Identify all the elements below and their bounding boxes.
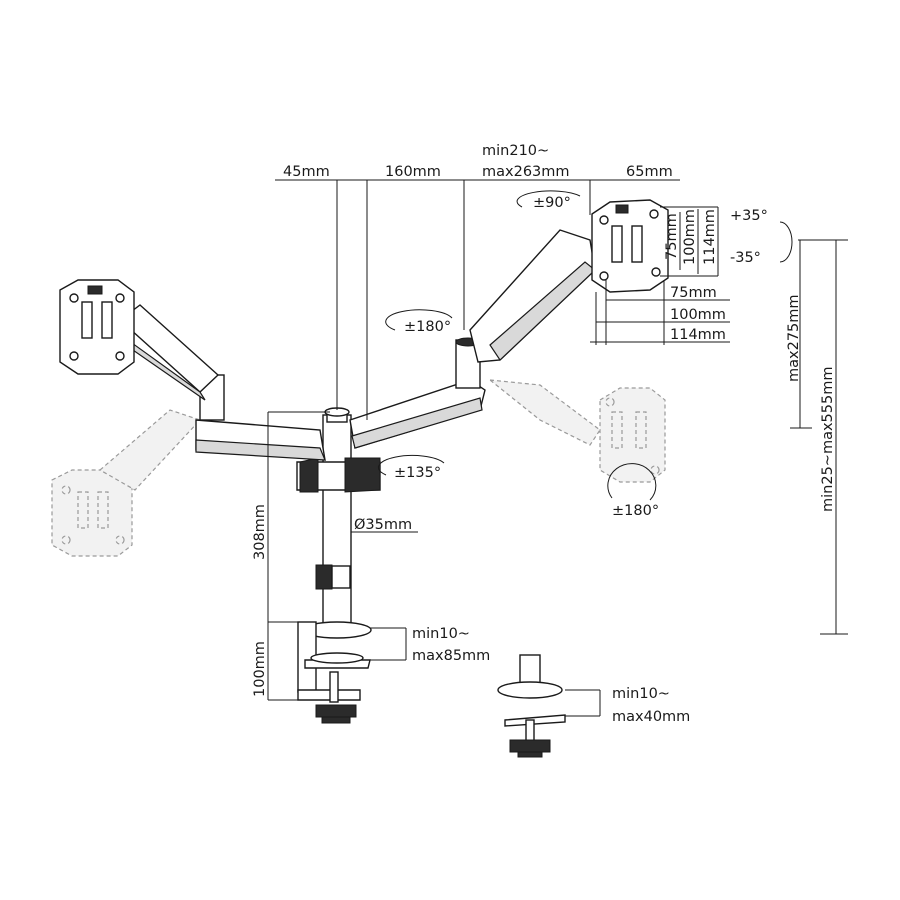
- dim-height-total: min25~max555mm: [820, 367, 836, 512]
- dim-45mm: 45mm: [283, 164, 330, 180]
- dim-vesa-114v: 114mm: [702, 209, 718, 265]
- rot-head: ±180°: [612, 503, 659, 519]
- rot-arm: ±180°: [404, 319, 451, 335]
- dim-reach-max: max263mm: [482, 164, 570, 180]
- ghost-left-monitor: [51, 409, 202, 557]
- left-arm: [118, 304, 326, 461]
- hub: [296, 457, 381, 493]
- right-monitor-plate: [591, 199, 669, 293]
- left-monitor-plate: [59, 279, 135, 375]
- rot-base: ±135°: [394, 465, 441, 481]
- dim-vesa-100v: 100mm: [682, 209, 698, 265]
- desk-clamp: [297, 621, 372, 724]
- dim-clamp-max: max85mm: [412, 648, 490, 664]
- dim-clamp-min: min10~: [412, 626, 470, 642]
- dim-height-arm: max275mm: [786, 294, 802, 382]
- ghost-right-monitor: [488, 379, 666, 483]
- dim-grommet-max: max40mm: [612, 709, 690, 725]
- dim-clamp-base: 100mm: [252, 641, 268, 697]
- dim-vesa-75h: 75mm: [670, 285, 717, 301]
- dim-vesa-100h: 100mm: [670, 307, 726, 323]
- rot-swivel-top: ±90°: [533, 195, 571, 211]
- dimension-lines: [267, 179, 848, 717]
- rot-tilt-down: -35°: [730, 250, 761, 266]
- dim-vesa-114h: 114mm: [670, 327, 726, 343]
- dim-160mm: 160mm: [385, 164, 441, 180]
- dim-reach-min: min210~: [482, 143, 549, 159]
- right-arm: [349, 229, 596, 449]
- dim-grommet-min: min10~: [612, 686, 670, 702]
- dim-65mm: 65mm: [626, 164, 673, 180]
- rot-tilt-up: +35°: [730, 208, 768, 224]
- dim-vesa-75v: 75mm: [664, 213, 680, 260]
- rotation-arrows: [377, 190, 793, 501]
- dim-pole-height: 308mm: [252, 504, 268, 560]
- grommet-base: [497, 654, 566, 758]
- dim-pole-diameter: Ø35mm: [354, 517, 412, 533]
